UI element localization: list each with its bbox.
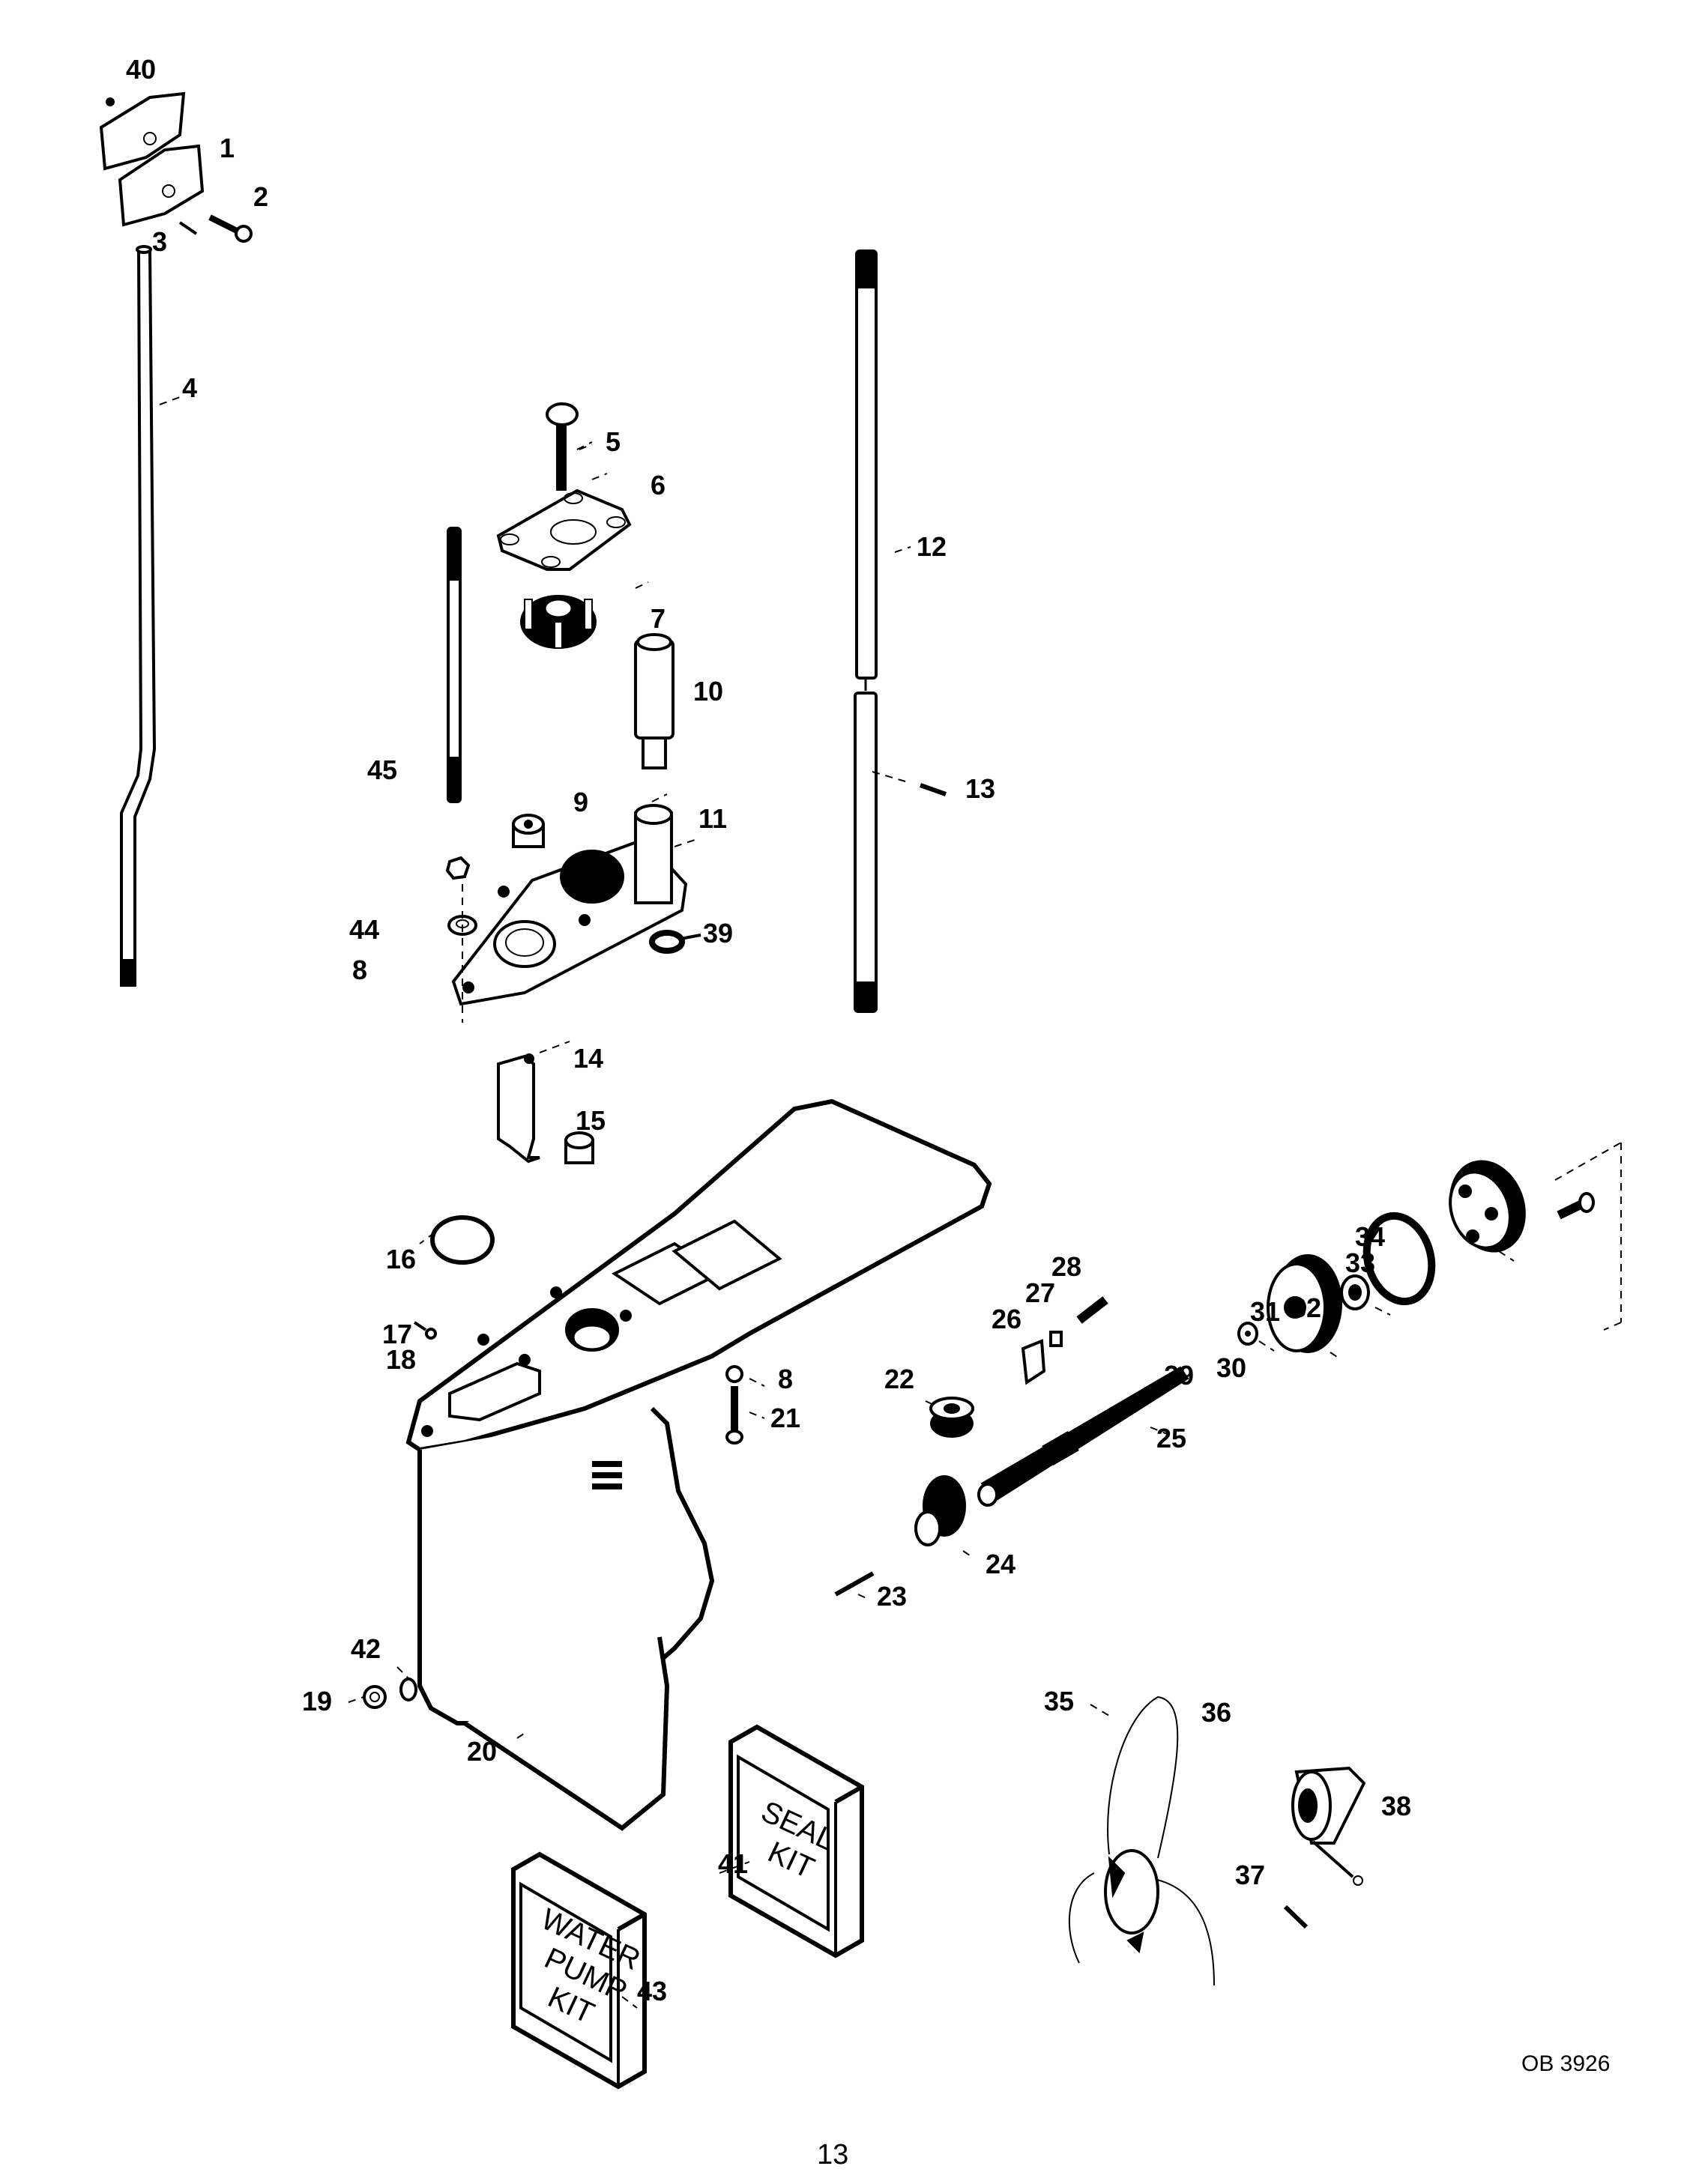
driveshaft-pin-part [872, 771, 947, 796]
o-ring-32-part [1362, 1212, 1436, 1306]
callout-21: 21 [770, 1403, 801, 1433]
shift-rod-part [120, 245, 181, 987]
propeller-part [1068, 1696, 1215, 1986]
detent-part [1049, 1331, 1063, 1347]
o-ring-39-part [649, 930, 701, 954]
callout-18: 18 [386, 1344, 417, 1375]
vent-screw-part [413, 1321, 437, 1340]
seal-15-part [564, 1131, 594, 1164]
shear-pin-part [1283, 1905, 1309, 1929]
thrust-washer-part [1237, 1322, 1258, 1346]
callout-38: 38 [1381, 1791, 1412, 1821]
callout-17: 17 [382, 1319, 413, 1349]
callout-2: 2 [253, 181, 269, 212]
connector-pin-part [178, 221, 198, 235]
callout-31: 31 [1250, 1296, 1281, 1327]
callout-45: 45 [367, 754, 398, 785]
callout-44: 44 [349, 914, 380, 945]
figure-reference: OB 3926 [1521, 2051, 1611, 2076]
shift-lever-part [497, 1053, 540, 1164]
cotter-pin-part [1312, 1840, 1363, 1886]
pump-housing-part [451, 804, 688, 1006]
forward-gear-part [914, 1475, 966, 1546]
callout-13: 13 [965, 773, 996, 804]
callout-33: 33 [1345, 1247, 1376, 1278]
pump-screw-part [546, 402, 593, 491]
callout-36: 36 [1201, 1697, 1232, 1728]
cap-screw-part [1557, 1192, 1595, 1220]
callout-12: 12 [917, 531, 947, 562]
callout-42: 42 [351, 1633, 381, 1664]
callout-40: 40 [126, 54, 157, 85]
callout-32: 32 [1291, 1292, 1322, 1323]
callout-27: 27 [1025, 1277, 1056, 1308]
callout-3: 3 [152, 226, 168, 257]
water-pump-kit-box: WATER PUMP KIT [511, 1851, 647, 2090]
spring-part [1076, 1296, 1108, 1324]
callout-41: 41 [718, 1848, 749, 1879]
seal-31-part [1340, 1274, 1370, 1310]
callout-9: 9 [573, 787, 589, 817]
callout-19: 19 [302, 1686, 333, 1716]
callout-34: 34 [1355, 1221, 1386, 1252]
callout-24: 24 [986, 1549, 1016, 1579]
callout-6: 6 [651, 470, 666, 500]
callout-26: 26 [992, 1304, 1022, 1334]
callout-43: 43 [637, 1976, 668, 2006]
callout-1: 1 [220, 133, 235, 163]
pinion-gear-part [929, 1397, 974, 1438]
callout-5: 5 [606, 426, 621, 457]
callout-20: 20 [467, 1736, 498, 1767]
callout-10: 10 [693, 676, 724, 707]
page-number: 13 [817, 2139, 849, 2171]
callout-15: 15 [576, 1105, 606, 1136]
bushing-part [512, 814, 545, 848]
stud-part [447, 527, 462, 803]
callout-28: 28 [1051, 1251, 1082, 1282]
callout-14: 14 [573, 1043, 604, 1074]
nut-19-part [363, 1685, 387, 1709]
impeller-part [520, 595, 597, 649]
callout-23: 23 [877, 1581, 908, 1612]
driveshaft-part [854, 249, 911, 1013]
pin-23-part [834, 1571, 875, 1597]
propeller-shaft-part [977, 1366, 1189, 1507]
callout-29: 29 [1164, 1360, 1195, 1391]
washer-42-part [399, 1678, 417, 1701]
callout-37: 37 [1235, 1860, 1266, 1890]
propeller-cone-part [1291, 1766, 1366, 1845]
shift-rod-connector-part [99, 91, 205, 227]
callout-4: 4 [182, 372, 198, 403]
callout-35: 35 [1044, 1686, 1075, 1716]
pump-plate-part [496, 488, 632, 571]
callout-25: 25 [1156, 1423, 1187, 1454]
callout-39: 39 [703, 918, 734, 949]
callout-11: 11 [698, 803, 728, 834]
shift-clutch-part [1021, 1339, 1046, 1385]
callout-7: 7 [651, 603, 666, 634]
nut-washer-part [445, 856, 477, 1023]
seal-kit-box: SEAL KIT [728, 1724, 864, 1958]
callout-16: 16 [386, 1244, 417, 1274]
callout-8-lower: 8 [778, 1364, 794, 1394]
callout-22: 22 [884, 1364, 915, 1394]
connector-screw-part [208, 214, 253, 243]
bearing-cap-part [1449, 1160, 1526, 1253]
callout-8-upper: 8 [352, 955, 368, 985]
gearcase-housing-part [405, 1098, 992, 1831]
gearcase-screw-part [725, 1365, 743, 1445]
bearing-housing-part [1267, 1254, 1342, 1353]
leader-lines [348, 444, 1515, 2009]
o-ring-16-part [430, 1215, 495, 1265]
callout-30: 30 [1216, 1352, 1247, 1383]
water-tube-part [634, 633, 675, 769]
